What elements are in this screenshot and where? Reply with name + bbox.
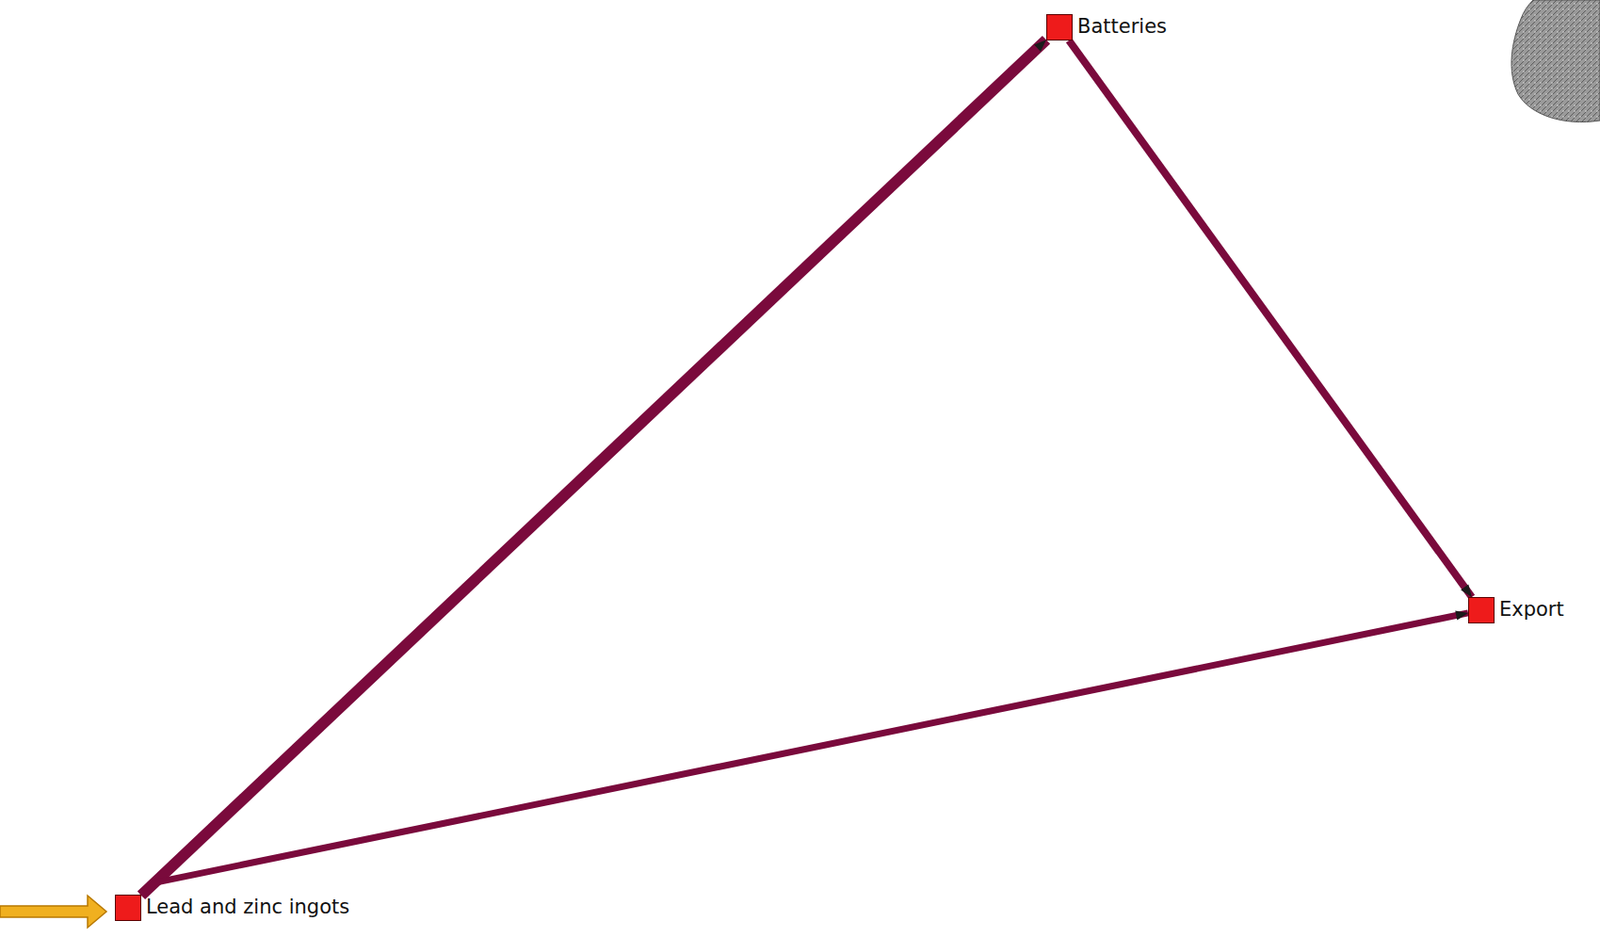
flow-line: [141, 39, 1047, 896]
arrowhead: [1460, 584, 1472, 598]
ore-rock: [1511, 0, 1600, 123]
arrowhead: [1034, 39, 1047, 52]
input-arrow: [0, 895, 107, 928]
node-square: [1468, 597, 1495, 624]
node-square: [114, 894, 142, 922]
flow-node: Lead and zinc ingots: [114, 894, 350, 922]
flow-line: [141, 613, 1469, 896]
flow-node: Export: [1468, 597, 1565, 624]
node-label: Export: [1499, 597, 1565, 622]
flow-connector: [1068, 40, 1472, 598]
node-label: Batteries: [1077, 15, 1167, 39]
node-square: [1046, 14, 1073, 41]
flow-connector: [141, 39, 1047, 896]
arrowhead: [1454, 611, 1469, 621]
node-label: Lead and zinc ingots: [145, 895, 350, 920]
flow-node: Batteries: [1046, 14, 1167, 41]
flow-line: [1068, 40, 1472, 598]
flow-connector: [141, 611, 1469, 896]
